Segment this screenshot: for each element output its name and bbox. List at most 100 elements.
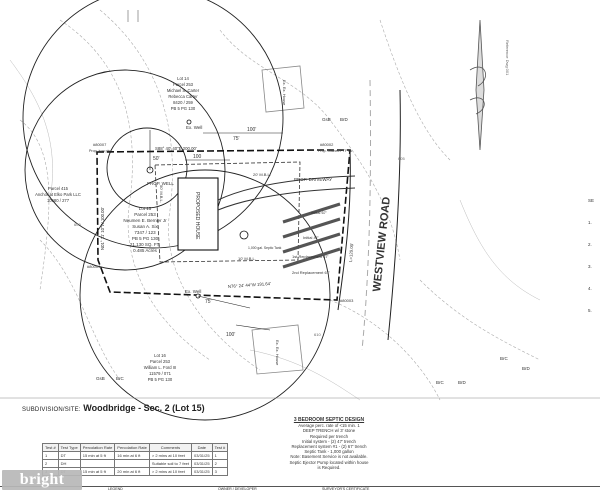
dim-75-bottom: 75' <box>205 299 212 305</box>
svg-text:Parcel 253: Parcel 253 <box>173 82 194 87</box>
septic-note-line: Septic Tank - 1,000 gallon <box>304 449 354 455</box>
pin-label-4: #80002 <box>320 142 334 147</box>
right-edge-item: 2. <box>588 242 592 247</box>
table-row: 1 DT 15 min at 5 ft 16 min at 6 ft > 2 m… <box>42 451 229 460</box>
trench-initial-1: Initial 67' <box>311 210 327 215</box>
table-cell: > 2 mins at 10 feet <box>148 451 193 460</box>
svg-text:PB 5 PG 130: PB 5 PG 130 <box>148 377 173 382</box>
well-radius-circle-top <box>22 0 284 249</box>
well-radius-circle-lot15 <box>24 69 226 271</box>
subdivision-label: SUBDIVISION/SITE: <box>22 407 81 413</box>
table-cell: 03/31/25 <box>191 459 213 468</box>
septic-note-line: DEEP TRENCH w/ 3' stone <box>302 428 356 434</box>
soil-label-7: BrC <box>436 380 445 385</box>
svg-text:Parcel 253: Parcel 253 <box>134 212 156 217</box>
table-header: Date <box>191 443 213 452</box>
table-header-row: Test # Test Type Percolation Rate Percol… <box>42 443 229 452</box>
svg-text:7347 / 123: 7347 / 123 <box>134 230 156 235</box>
lot-15-boundary <box>96 149 351 301</box>
svg-text:0.485 Acres: 0.485 Acres <box>133 248 158 253</box>
svg-text:Parcel 415: Parcel 415 <box>48 186 69 191</box>
subdivision-value: Woodbridge - Sec. 2 (Lot 15) <box>83 403 205 413</box>
title-block-strip: LEGEND OWNER / DEVELOPER SURVEYOR'S CERT… <box>0 486 600 492</box>
table-cell: Suitable soil to 7 feet <box>148 459 193 468</box>
bearing-right: L=120.00' <box>348 243 354 262</box>
contour-label-1: 600 <box>74 222 81 227</box>
right-edge-notes: SE 1. 2. 3. 4. 5. <box>588 190 600 322</box>
septic-note-line: Septic Ejector Pump located within house <box>289 459 369 465</box>
bright-watermark-logo: bright <box>2 470 82 490</box>
north-arrow <box>469 19 486 151</box>
svg-text:Rebecca Carter: Rebecca Carter <box>168 94 198 99</box>
table-cell: 2 <box>42 459 59 468</box>
ex-well-label-bottom: Ex. Well <box>185 289 201 294</box>
trench-replacement-1: 1st Replacement 67' <box>292 254 329 259</box>
table-cell: 20 min at 6 ft <box>114 467 150 476</box>
mbl-label-1: 20' M.B.L. <box>253 172 271 177</box>
table-cell: DH <box>57 459 81 468</box>
table-cell: 15 min at 5 ft <box>79 451 116 460</box>
septic-tank-label: 1,000 gal. Septic Tank <box>248 246 282 250</box>
certificate-heading: SURVEYOR'S CERTIFICATE <box>322 487 370 491</box>
svg-text:21,130 SQ. FT.: 21,130 SQ. FT. <box>130 242 160 247</box>
well-radius-circle-bottom <box>79 169 331 421</box>
table-header: Test # <box>211 443 229 452</box>
table-cell: 3 <box>211 467 229 476</box>
septic-note-line: Replacement system #1 - (2) 67' trench <box>291 444 367 450</box>
owner-heading: OWNER / DEVELOPER <box>218 487 257 491</box>
septic-note-line: Note: Basement Service is not available. <box>290 454 368 460</box>
proposed-house-label: PROPOSED HOUSE <box>194 192 200 240</box>
soil-label-6: BrD <box>522 366 531 371</box>
right-edge-item: 4. <box>588 286 592 291</box>
proposed-house-outline <box>177 177 219 251</box>
right-edge-item: 5. <box>588 308 592 313</box>
table-header: Test Type <box>57 443 81 452</box>
septic-note-line: Average perc. rate of <15 min. 1 <box>298 423 360 429</box>
westview-road-edge-east <box>387 89 401 341</box>
right-edge-item: SE <box>588 198 595 203</box>
trench-initial-2: Initial 47' <box>303 235 319 240</box>
svg-text:11579 / 071: 11579 / 071 <box>149 371 171 376</box>
septic-note-line: Required per trench <box>310 433 348 439</box>
prop-bushed-pin-label: Prop. bushed PTF ds <box>318 149 352 153</box>
svg-text:Parcel 253: Parcel 253 <box>150 359 171 364</box>
soil-label-3: BrC <box>116 376 125 381</box>
table-cell: 16 min at 6 ft <box>114 451 150 460</box>
lot-15-label: Lot 15 Parcel 253 Neumen E. Bernier Jr S… <box>123 206 167 253</box>
svg-text:PB 5 PG 130: PB 5 PG 130 <box>132 236 159 241</box>
bearing-bottom: N76° 24' 44"W 191.64' <box>228 281 272 289</box>
svg-text:8420 / 259: 8420 / 259 <box>173 100 193 105</box>
lot-16-label: Lot 16 Parcel 253 William L. Ford III 11… <box>144 353 177 382</box>
westview-road-edge-west <box>337 149 351 311</box>
soil-label-4: GsB <box>96 376 105 381</box>
svg-text:Lot 14: Lot 14 <box>177 76 189 81</box>
subdivision-title: SUBDIVISION/SITE: Woodbridge - Sec. 2 (L… <box>22 403 205 413</box>
mbl-label-2: 50' M.B.L. <box>159 185 164 203</box>
septic-note-line: Initial system - (2) 47' trench <box>302 438 356 444</box>
svg-text:Susan A. Six: Susan A. Six <box>132 224 158 229</box>
pin-label-3: #80004 <box>87 264 101 269</box>
prop-well-inner-circle <box>106 127 188 209</box>
table-header: Comments <box>148 443 193 452</box>
septic-tank-symbol <box>239 230 249 240</box>
table-cell: 03/31/25 <box>191 467 213 476</box>
watermark-text: bright <box>19 471 65 488</box>
bearing-top: S88° 40' 40"E 200.00' <box>155 146 197 151</box>
dim-75-top: 75' <box>233 136 240 142</box>
table-cell: 1 <box>211 451 229 460</box>
table-cell: 03/31/25 <box>191 451 213 460</box>
table-header: Percolation Rate <box>79 443 116 452</box>
svg-text:PB 5 PG 130: PB 5 PG 130 <box>171 106 196 111</box>
contour-label-2: 605 <box>398 156 405 161</box>
dim-100-top: 100' <box>247 127 256 133</box>
table-cell <box>79 459 116 468</box>
road-label: WESTVIEW ROAD <box>371 196 393 292</box>
table-cell: 2 <box>211 459 229 468</box>
soil-label-8: BrD <box>458 380 467 385</box>
table-header: Test # <box>42 443 59 452</box>
svg-text:Lot 15: Lot 15 <box>139 206 152 211</box>
septic-design-title: 3 BEDROOM SEPTIC DESIGN <box>293 417 365 423</box>
parcel-415-label: Parcel 415 Anchor at Elko Park LLC 10680… <box>35 186 81 203</box>
pin-label-1: #80007 <box>93 142 107 147</box>
